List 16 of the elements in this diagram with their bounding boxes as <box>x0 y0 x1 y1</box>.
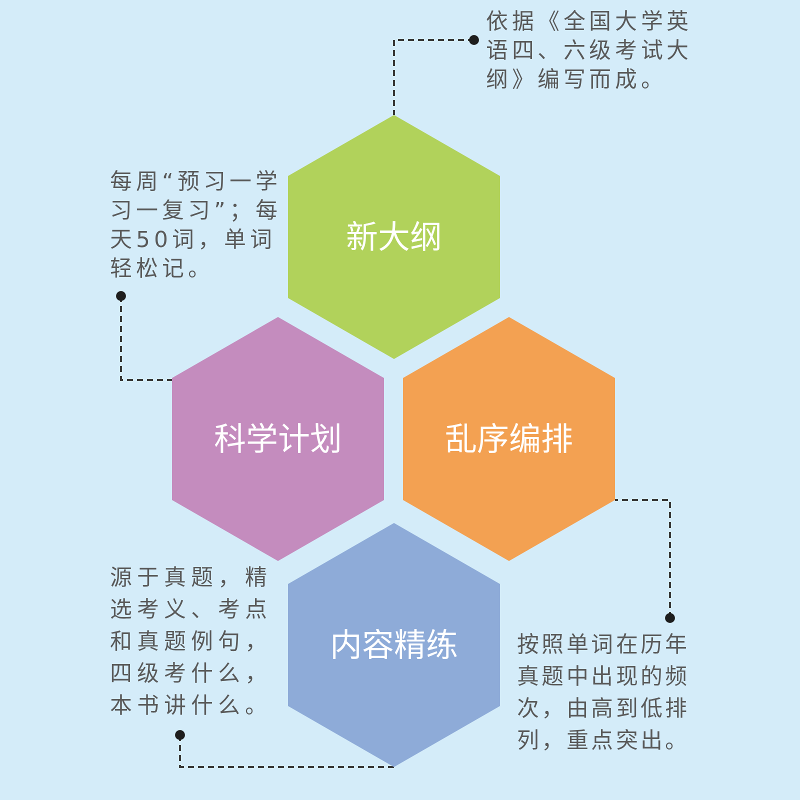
hexagon <box>403 317 615 561</box>
feature-title: 乱序编排 <box>445 419 573 459</box>
feature-title: 内容精练 <box>330 625 458 665</box>
leader-line <box>116 291 172 381</box>
feature-title: 科学计划 <box>214 419 342 459</box>
annotation-text: 依据《全国大学英语四、六级考试大纲》编写而成。 <box>486 8 708 95</box>
annotation-text: 源于真题，精选考义、考点和真题例句，四级考什么，本书讲什么。 <box>110 563 282 723</box>
hexagon <box>288 523 500 767</box>
hexagon <box>172 317 384 561</box>
leader-line <box>175 730 394 768</box>
leader-line <box>615 499 675 623</box>
annotation-text: 每周“预习一学习一复习”；每天50词，单词轻松记。 <box>110 168 282 284</box>
annotation-text: 按照单词在历年真题中出现的频次，由高到低排列，重点突出。 <box>517 630 697 758</box>
hexagon <box>288 115 500 359</box>
leader-line <box>393 35 479 115</box>
feature-title: 新大纲 <box>346 217 442 257</box>
